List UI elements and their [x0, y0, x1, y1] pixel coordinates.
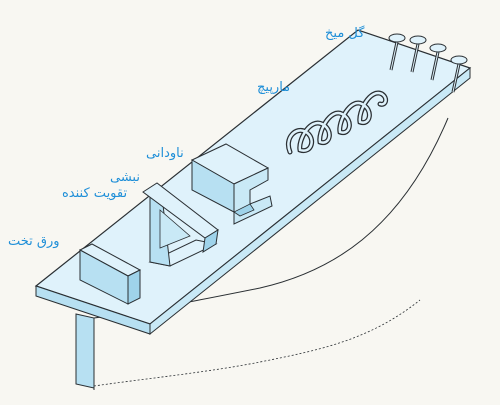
beam-web [75, 117, 449, 390]
stud-2 [409, 35, 427, 73]
channel-shape [190, 143, 273, 225]
label-channel: ناودانی [146, 146, 184, 161]
spiral-shape [286, 90, 389, 155]
label-spiral: مارپیچ [257, 80, 291, 95]
label-nail: گل میخ [325, 26, 365, 41]
label-flat-plate: ورق تخت [8, 234, 60, 249]
angle-stiffener-shape [142, 182, 219, 267]
shear-studs [388, 33, 468, 93]
flat-plate-shape [78, 243, 142, 305]
label-angle-line1: نبشی [110, 170, 140, 185]
stud-4 [450, 55, 468, 93]
stud-3 [429, 43, 447, 81]
stud-1 [388, 33, 406, 71]
label-angle-line2: تقویت کننده [62, 186, 128, 201]
